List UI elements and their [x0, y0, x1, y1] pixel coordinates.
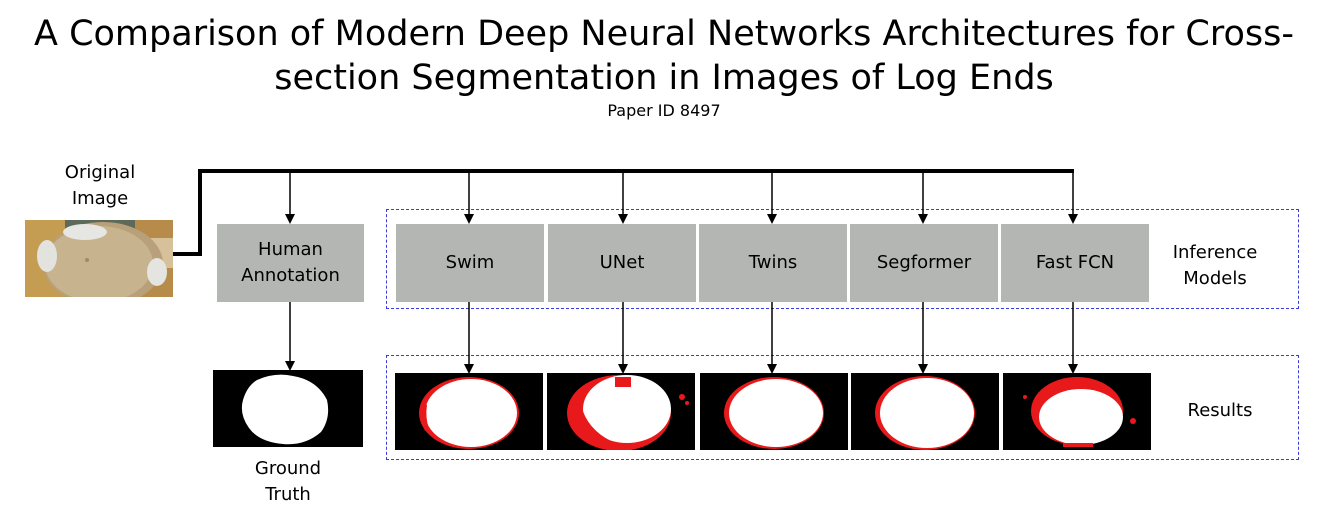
model-box-unet: UNet	[548, 224, 696, 302]
results-label: Results	[1187, 400, 1253, 421]
ground-truth-label-line-1: Ground	[254, 458, 322, 479]
input-bus-line	[173, 169, 1074, 256]
human-annotation-label-line-1: Human	[258, 239, 323, 260]
result-mask-swim	[395, 373, 543, 450]
model-box-swim: Swim	[396, 224, 544, 302]
result-mask-unet	[547, 373, 695, 450]
human-annotation-label-line-2: Annotation	[241, 265, 340, 286]
inference-models-group	[386, 209, 1299, 309]
model-label-fastfcn: Fast FCN	[1035, 252, 1115, 273]
original-image-label-line-1: Original	[64, 162, 136, 183]
inference-models-label-line-1: Inference	[1172, 242, 1258, 263]
result-mask-twins	[700, 373, 848, 450]
paper-id: Paper ID 8497	[607, 101, 721, 120]
original-image-label: Original Image	[30, 160, 170, 212]
results-group	[386, 355, 1299, 460]
result-mask-fastfcn	[1003, 373, 1151, 450]
result-mask-segformer	[851, 373, 999, 450]
model-label-unet: UNet	[599, 252, 645, 273]
model-box-twins: Twins	[699, 224, 847, 302]
inference-models-label: Inference Models	[1150, 240, 1280, 292]
model-label-twins: Twins	[748, 252, 798, 273]
ground-truth-mask	[213, 370, 363, 447]
original-image-label-line-2: Image	[71, 188, 129, 209]
human-annotation-box: Human Annotation	[217, 224, 364, 302]
model-box-fastfcn: Fast FCN	[1001, 224, 1149, 302]
model-label-segformer: Segformer	[876, 252, 972, 273]
diagram-title-line-1: A Comparison of Modern Deep Neural Netwo…	[34, 14, 1294, 54]
original-log-end-photo	[25, 220, 173, 297]
model-label-swim: Swim	[445, 252, 495, 273]
diagram-title-line-2: section Segmentation in Images of Log En…	[274, 58, 1054, 98]
model-box-segformer: Segformer	[850, 224, 998, 302]
ground-truth-label: Ground Truth	[223, 456, 353, 508]
ground-truth-label-line-2: Truth	[265, 484, 311, 505]
inference-models-label-line-2: Models	[1183, 268, 1247, 289]
